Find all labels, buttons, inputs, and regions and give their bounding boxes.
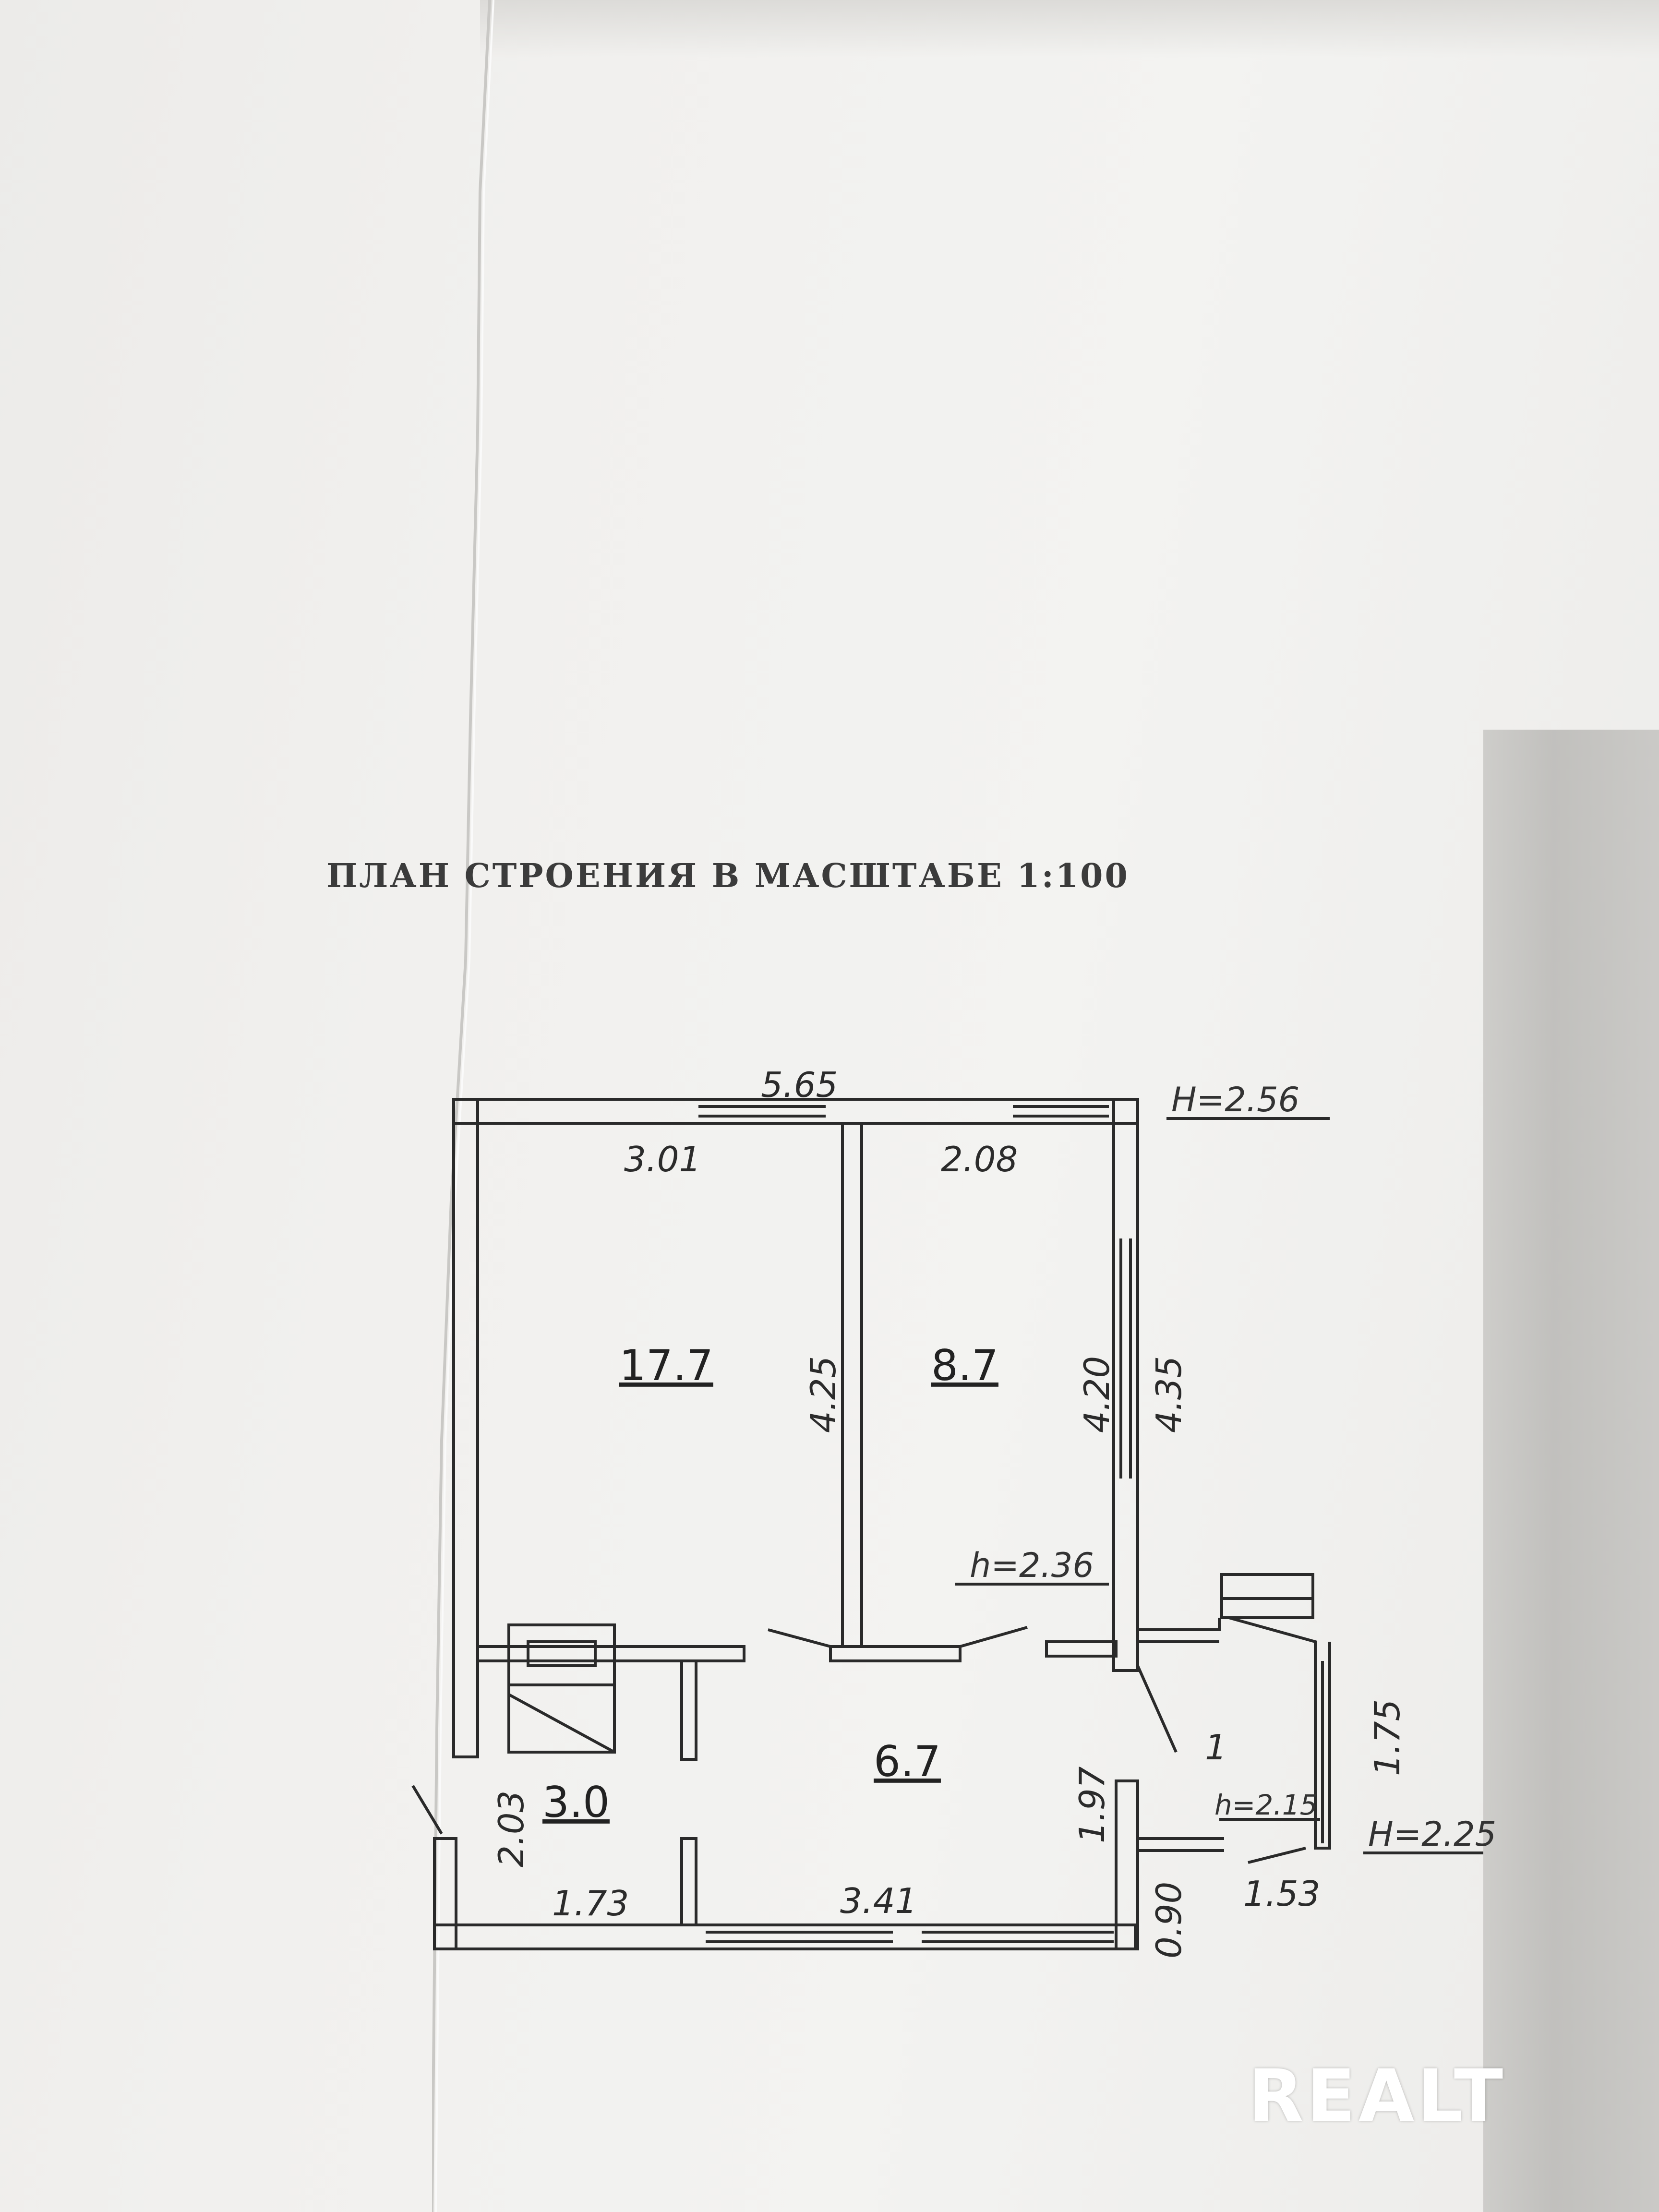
ceiling-height-room: h=2.36 xyxy=(970,1546,1094,1585)
dim-bottom-right: 0.90 xyxy=(1149,1882,1189,1959)
area-large-room: 17.7 xyxy=(619,1341,713,1390)
dim-hall-side: 1.97 xyxy=(1072,1766,1112,1843)
wall-bottom xyxy=(433,1923,1137,1950)
dim-kitchen-bottom: 1.73 xyxy=(552,1883,629,1923)
dim-small-room-width: 2.08 xyxy=(941,1139,1018,1179)
dim-porch-bottom: 1.53 xyxy=(1243,1874,1320,1914)
height-main: H=2.56 xyxy=(1171,1080,1299,1119)
realt-watermark: REALT xyxy=(1248,2055,1506,2138)
area-kitchen: 3.0 xyxy=(542,1778,610,1827)
partition-wall xyxy=(841,1122,863,1648)
kitchen-wall xyxy=(476,1645,745,1662)
stove xyxy=(507,1623,616,1754)
height-porch: H=2.25 xyxy=(1368,1815,1496,1854)
dim-partition-length: 4.25 xyxy=(803,1356,843,1433)
paper-shadow-right xyxy=(1483,730,1659,2212)
area-hall: 6.7 xyxy=(874,1737,941,1786)
dim-outer-right: 4.35 xyxy=(1149,1356,1189,1433)
area-small-room: 8.7 xyxy=(931,1341,998,1390)
dim-porch-side: 1.75 xyxy=(1367,1699,1407,1776)
paper-fold xyxy=(432,0,494,2212)
dim-kitchen-side: 2.03 xyxy=(491,1791,531,1867)
dim-hall-bottom: 3.41 xyxy=(840,1881,917,1921)
dim-large-room-width: 3.01 xyxy=(624,1139,701,1179)
wall-right xyxy=(1112,1098,1139,1672)
dim-overall-width: 5.65 xyxy=(761,1065,838,1105)
paper-shadow-top xyxy=(480,0,1659,58)
ceiling-height-porch: h=2.15 xyxy=(1214,1789,1318,1821)
wall-left xyxy=(452,1098,479,1758)
plan-title: ПЛАН СТРОЕНИЯ В МАСШТАБЕ 1:100 xyxy=(326,857,1130,895)
dim-small-room-inner: 4.20 xyxy=(1077,1356,1117,1433)
porch-step xyxy=(1220,1573,1314,1619)
porch-number: 1 xyxy=(1205,1727,1227,1767)
